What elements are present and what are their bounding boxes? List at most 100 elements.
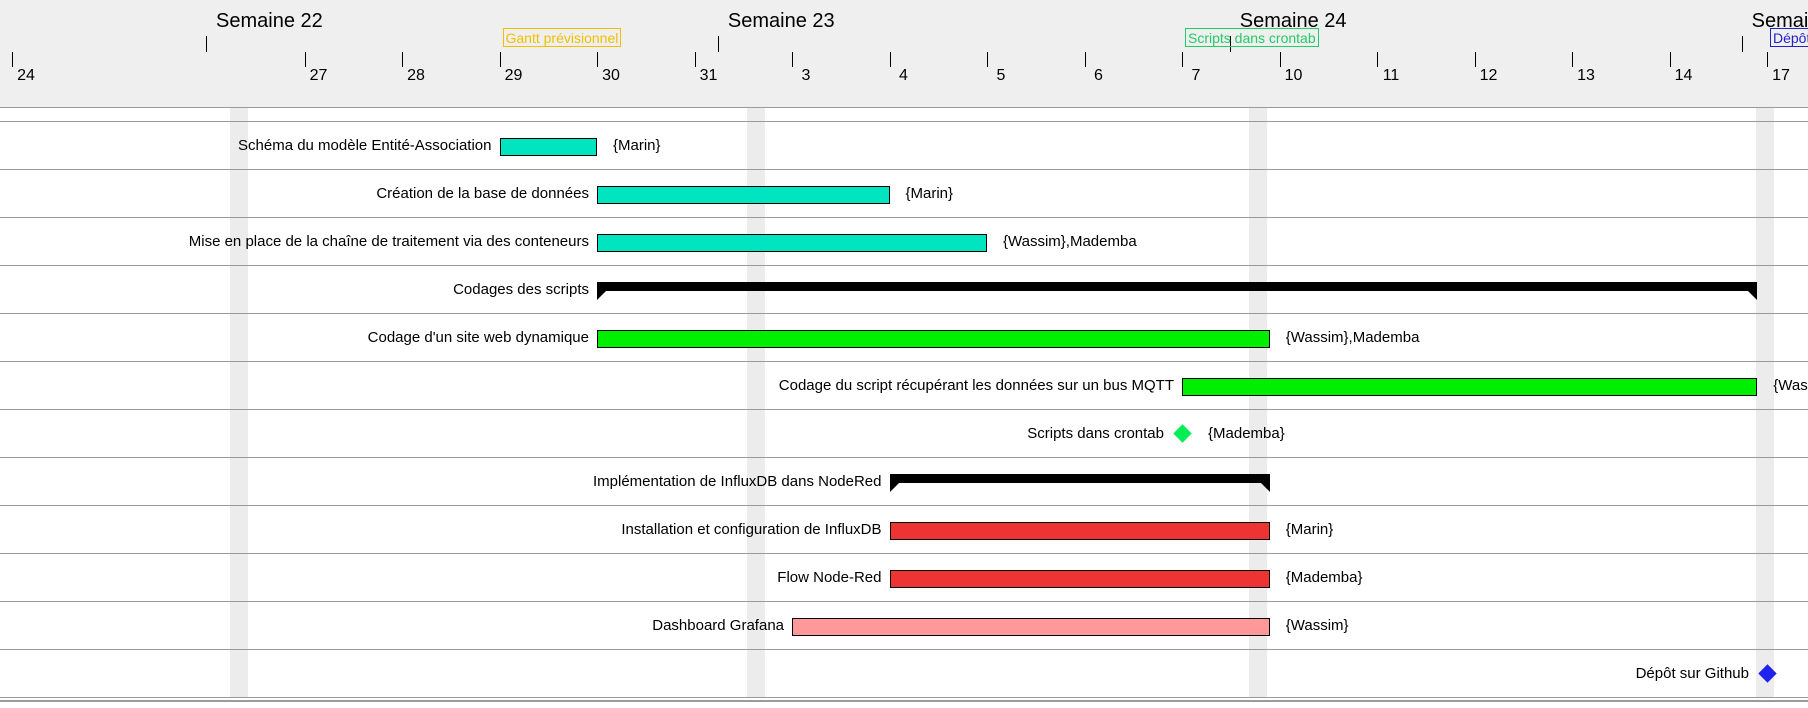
week-label: Semaine 25 (1751, 10, 1808, 32)
day-label: 30 (602, 67, 620, 84)
task-resources: {Wassim},Mademba (1285, 329, 1420, 346)
weekend-column (1249, 107, 1268, 697)
week-tick (717, 36, 719, 52)
day-tick (1767, 52, 1768, 67)
day-tick (1377, 52, 1378, 67)
row-separator (0, 697, 1808, 698)
row-separator (0, 409, 1808, 410)
row-separator (0, 121, 1808, 122)
task-resources: {Mademba} (1208, 425, 1285, 442)
task-bar[interactable] (1182, 378, 1758, 396)
day-label: 27 (309, 67, 328, 84)
day-tick (499, 52, 501, 67)
task-name: Codage du script récupérant les données … (778, 377, 1174, 394)
day-label: 28 (407, 67, 425, 84)
header-milestone-label: Scripts dans crontab (1185, 28, 1319, 47)
day-label: 6 (1094, 67, 1103, 84)
task-resources: {Wassim},Mademba (1003, 233, 1137, 250)
week-tick (1229, 36, 1231, 52)
row-separator (0, 361, 1808, 362)
group-bar-right-cap (1260, 483, 1270, 492)
day-label: 13 (1577, 67, 1595, 84)
day-tick (1669, 52, 1671, 67)
day-tick (1182, 52, 1183, 67)
timeline-header (0, 0, 1808, 108)
day-label: 7 (1191, 67, 1201, 84)
row-separator (0, 601, 1808, 602)
task-resources: {Wassim} (1773, 377, 1808, 394)
day-tick (304, 52, 306, 67)
milestone-diamond[interactable] (1758, 664, 1777, 683)
task-resources: {Marin} (1285, 521, 1334, 538)
week-label: Semaine 24 (1239, 10, 1347, 32)
day-label: 29 (504, 67, 523, 84)
row-separator (0, 457, 1808, 458)
day-tick (1279, 52, 1281, 67)
day-label: 5 (996, 67, 1006, 84)
row-separator (0, 649, 1808, 650)
week-label: Semaine 22 (216, 10, 323, 32)
task-bar[interactable] (889, 522, 1270, 540)
task-name: Codages des scripts (453, 281, 589, 298)
row-separator (0, 265, 1808, 266)
task-name: Dashboard Grafana (652, 617, 784, 634)
day-label: 12 (1479, 67, 1498, 84)
row-separator (0, 217, 1808, 218)
day-tick (889, 52, 891, 67)
task-resources: {Mademba} (1285, 569, 1363, 586)
task-bar[interactable] (499, 138, 597, 156)
task-name: Schéma du modèle Entité-Association (238, 137, 492, 154)
weekend-column (747, 107, 765, 697)
header-milestone-label: Gantt prévisionnel (502, 28, 622, 47)
task-name: Scripts dans crontab (1027, 425, 1164, 442)
chart-bottom-border (0, 700, 1808, 702)
weekend-column (230, 107, 249, 697)
task-resources: {Marin} (905, 185, 954, 202)
week-tick (1741, 36, 1743, 52)
task-name: Dépôt sur Github (1635, 665, 1749, 682)
day-label: 3 (801, 67, 811, 84)
group-bar-right-cap (1748, 291, 1758, 300)
task-name: Création de la base de données (376, 185, 589, 202)
day-tick (12, 52, 13, 67)
task-bar[interactable] (889, 570, 1270, 588)
milestone-diamond[interactable] (1173, 424, 1192, 443)
day-tick (1084, 52, 1086, 67)
task-bar[interactable] (597, 234, 987, 252)
week-tick (206, 36, 207, 52)
row-separator (0, 553, 1808, 554)
row-separator (0, 169, 1808, 170)
day-label: 11 (1382, 67, 1400, 84)
task-name: Mise en place de la chaîne de traitement… (188, 233, 589, 250)
day-label: 24 (17, 67, 35, 84)
row-separator (0, 505, 1808, 506)
day-label: 4 (899, 67, 908, 84)
day-label: 14 (1674, 67, 1693, 84)
day-label: 17 (1772, 67, 1790, 84)
group-bar-left-cap (889, 483, 899, 492)
day-tick (987, 52, 988, 67)
day-tick (597, 52, 598, 67)
day-tick (402, 52, 403, 67)
group-bar-line (597, 282, 1758, 291)
task-bar[interactable] (597, 186, 890, 204)
week-label: Semaine 23 (727, 10, 835, 32)
weekend-column (1756, 107, 1775, 697)
task-resources: {Marin} (613, 137, 661, 154)
task-name: Implémentation de InfluxDB dans NodeRed (592, 473, 882, 490)
task-bar[interactable] (792, 618, 1270, 636)
header-milestone-label: Dépôt sur Github (1770, 28, 1808, 47)
task-resources: {Wassim} (1285, 617, 1349, 634)
task-name: Installation et configuration de InfluxD… (621, 521, 882, 538)
day-tick (1572, 52, 1573, 67)
day-tick (694, 52, 696, 67)
task-name: Codage d'un site web dynamique (367, 329, 589, 346)
day-tick (1474, 52, 1476, 67)
day-label: 10 (1284, 67, 1303, 84)
day-label: 31 (699, 67, 718, 84)
group-bar-line (889, 474, 1270, 483)
task-bar[interactable] (597, 330, 1270, 348)
